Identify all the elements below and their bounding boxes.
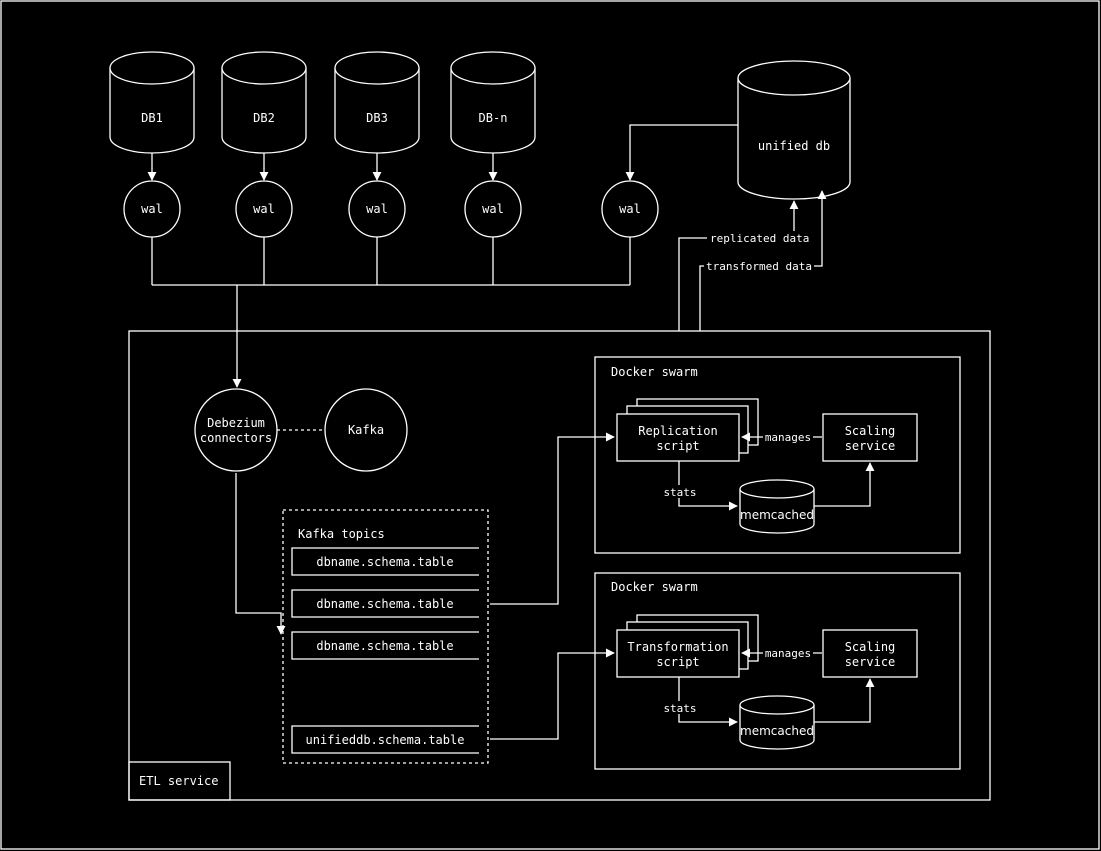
wal-label: wal <box>253 202 275 216</box>
wal-label: wal <box>619 202 641 216</box>
wal-node-db2[interactable]: wal <box>235 180 293 238</box>
manages-label-bg <box>763 647 813 660</box>
wal-label: wal <box>482 202 504 216</box>
docker-swarm-transformation <box>594 572 961 770</box>
transformed-data-label: transformed data <box>706 260 812 273</box>
replication-script-stack[interactable]: Replication script <box>616 398 759 462</box>
scaling-service-line1: Scaling <box>845 424 896 438</box>
kafka-label: Kafka <box>348 423 384 437</box>
db1-label: DB1 <box>141 111 163 125</box>
replicated-label-bg <box>707 231 811 245</box>
kafka-topics-title: Kafka topics <box>298 527 385 541</box>
memcached-label: memcached <box>740 508 814 522</box>
debezium-label-line1: Debezium <box>207 416 265 430</box>
kafka-topic-1[interactable]: dbname.schema.table <box>291 547 479 576</box>
db2-label: DB2 <box>253 111 275 125</box>
transformation-script-stack[interactable]: Transformation script <box>616 614 759 678</box>
transformation-script-line1: Transformation <box>627 640 728 654</box>
kafka-topic-label: dbname.schema.table <box>316 555 453 569</box>
wal-label: wal <box>141 202 163 216</box>
arrow-memcached-scaling-replication <box>814 462 875 507</box>
manages-label-bg <box>763 431 813 444</box>
wal-node-dbn[interactable]: wal <box>464 180 522 238</box>
manages-label: manages <box>765 647 811 660</box>
stats-label-bg <box>661 701 699 714</box>
memcached-transformation[interactable]: memcached <box>739 695 815 750</box>
replicated-data-label: replicated data <box>710 232 809 245</box>
arrow-memcached-scaling-transformation <box>814 678 875 723</box>
transformation-script-line2: script <box>656 655 699 669</box>
replication-script-line1: Replication <box>638 424 717 438</box>
unified-db-label: unified db <box>758 139 830 153</box>
db-cylinder-db3[interactable]: DB3 <box>334 51 420 154</box>
dbn-label: DB-n <box>479 111 508 125</box>
kafka-topic-label: dbname.schema.table <box>316 597 453 611</box>
stats-label-bg <box>661 485 699 498</box>
wal-node-db1[interactable]: wal <box>123 180 181 238</box>
etl-service-label: ETL service <box>139 774 218 788</box>
wal-node-db3[interactable]: wal <box>348 180 406 238</box>
stats-label: stats <box>663 702 696 715</box>
memcached-replication[interactable]: memcached <box>739 479 815 534</box>
arrow-topic-replication <box>490 432 615 605</box>
replication-script-line2: script <box>656 439 699 453</box>
kafka-node[interactable]: Kafka <box>324 388 408 472</box>
swarm-title: Docker swarm <box>611 365 698 379</box>
kafka-topic-label: dbname.schema.table <box>316 639 453 653</box>
db-cylinder-db2[interactable]: DB2 <box>221 51 307 154</box>
scaling-service-transformation[interactable]: Scaling service <box>822 629 918 678</box>
memcached-label: memcached <box>740 724 814 738</box>
scaling-service-replication[interactable]: Scaling service <box>822 413 918 462</box>
wal-node-unified[interactable]: wal <box>601 180 659 238</box>
scaling-service-line2: service <box>845 655 896 669</box>
kafka-topics-box <box>282 509 489 764</box>
stats-label: stats <box>663 486 696 499</box>
arrow-debezium-topics <box>235 473 286 635</box>
scaling-service-line2: service <box>845 439 896 453</box>
kafka-topic-label: unifieddb.schema.table <box>306 733 465 747</box>
db-cylinder-dbn[interactable]: DB-n <box>450 51 536 154</box>
swarm-title: Docker swarm <box>611 580 698 594</box>
kafka-topic-3[interactable]: dbname.schema.table <box>291 631 479 660</box>
db-cylinder-unified[interactable]: unified db <box>737 60 851 200</box>
debezium-label-line2: connectors <box>200 431 272 445</box>
manages-label: manages <box>765 431 811 444</box>
debezium-connectors-node[interactable]: Debezium connectors <box>194 388 278 472</box>
transformed-label-bg <box>704 259 814 273</box>
arrow-replication-stats <box>678 461 738 511</box>
arrow-topic-transformation <box>490 648 615 740</box>
wal-label: wal <box>366 202 388 216</box>
wal-collector-lines <box>151 237 631 286</box>
arrow-unified-wal <box>625 124 738 181</box>
kafka-topic-2[interactable]: dbname.schema.table <box>291 589 479 618</box>
etl-service-tab <box>128 761 231 801</box>
db3-label: DB3 <box>366 111 388 125</box>
kafka-topic-4[interactable]: unifieddb.schema.table <box>291 725 479 754</box>
docker-swarm-replication <box>594 356 961 554</box>
scaling-service-line1: Scaling <box>845 640 896 654</box>
arrow-transformation-stats <box>678 677 738 727</box>
db-cylinder-db1[interactable]: DB1 <box>109 51 195 154</box>
etl-service-container <box>128 330 991 801</box>
